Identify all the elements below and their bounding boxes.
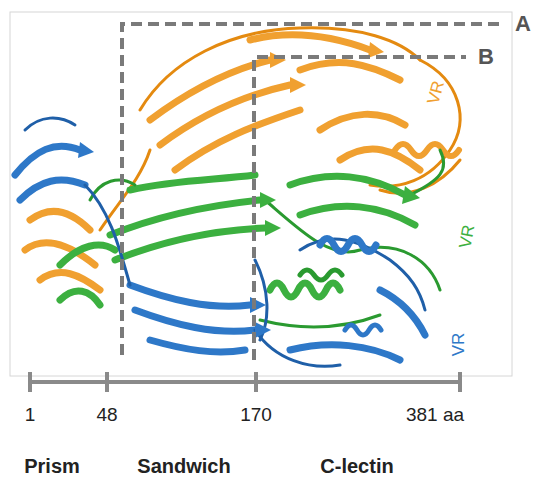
- region-tag: VR: [457, 223, 478, 249]
- residue-number: 1: [25, 405, 36, 424]
- residue-number: 381 aa: [406, 405, 464, 424]
- region-bracket-a: [122, 24, 500, 355]
- region-bracket-b: [254, 57, 466, 360]
- domain-name: C-lectin: [320, 456, 393, 476]
- domain-name: Prism: [24, 456, 80, 476]
- region-letter: A: [515, 13, 531, 35]
- domain-name: Sandwich: [137, 456, 230, 476]
- ribbon-model: [15, 28, 460, 366]
- region-letter: B: [478, 46, 494, 68]
- residue-number: 170: [240, 405, 272, 424]
- region-tag: VR: [451, 332, 468, 356]
- residue-number: 48: [96, 405, 117, 424]
- region-tag: VR: [425, 78, 448, 105]
- domain-axis: [30, 372, 460, 392]
- region-bracket: [122, 24, 500, 360]
- image-frame: [10, 12, 512, 376]
